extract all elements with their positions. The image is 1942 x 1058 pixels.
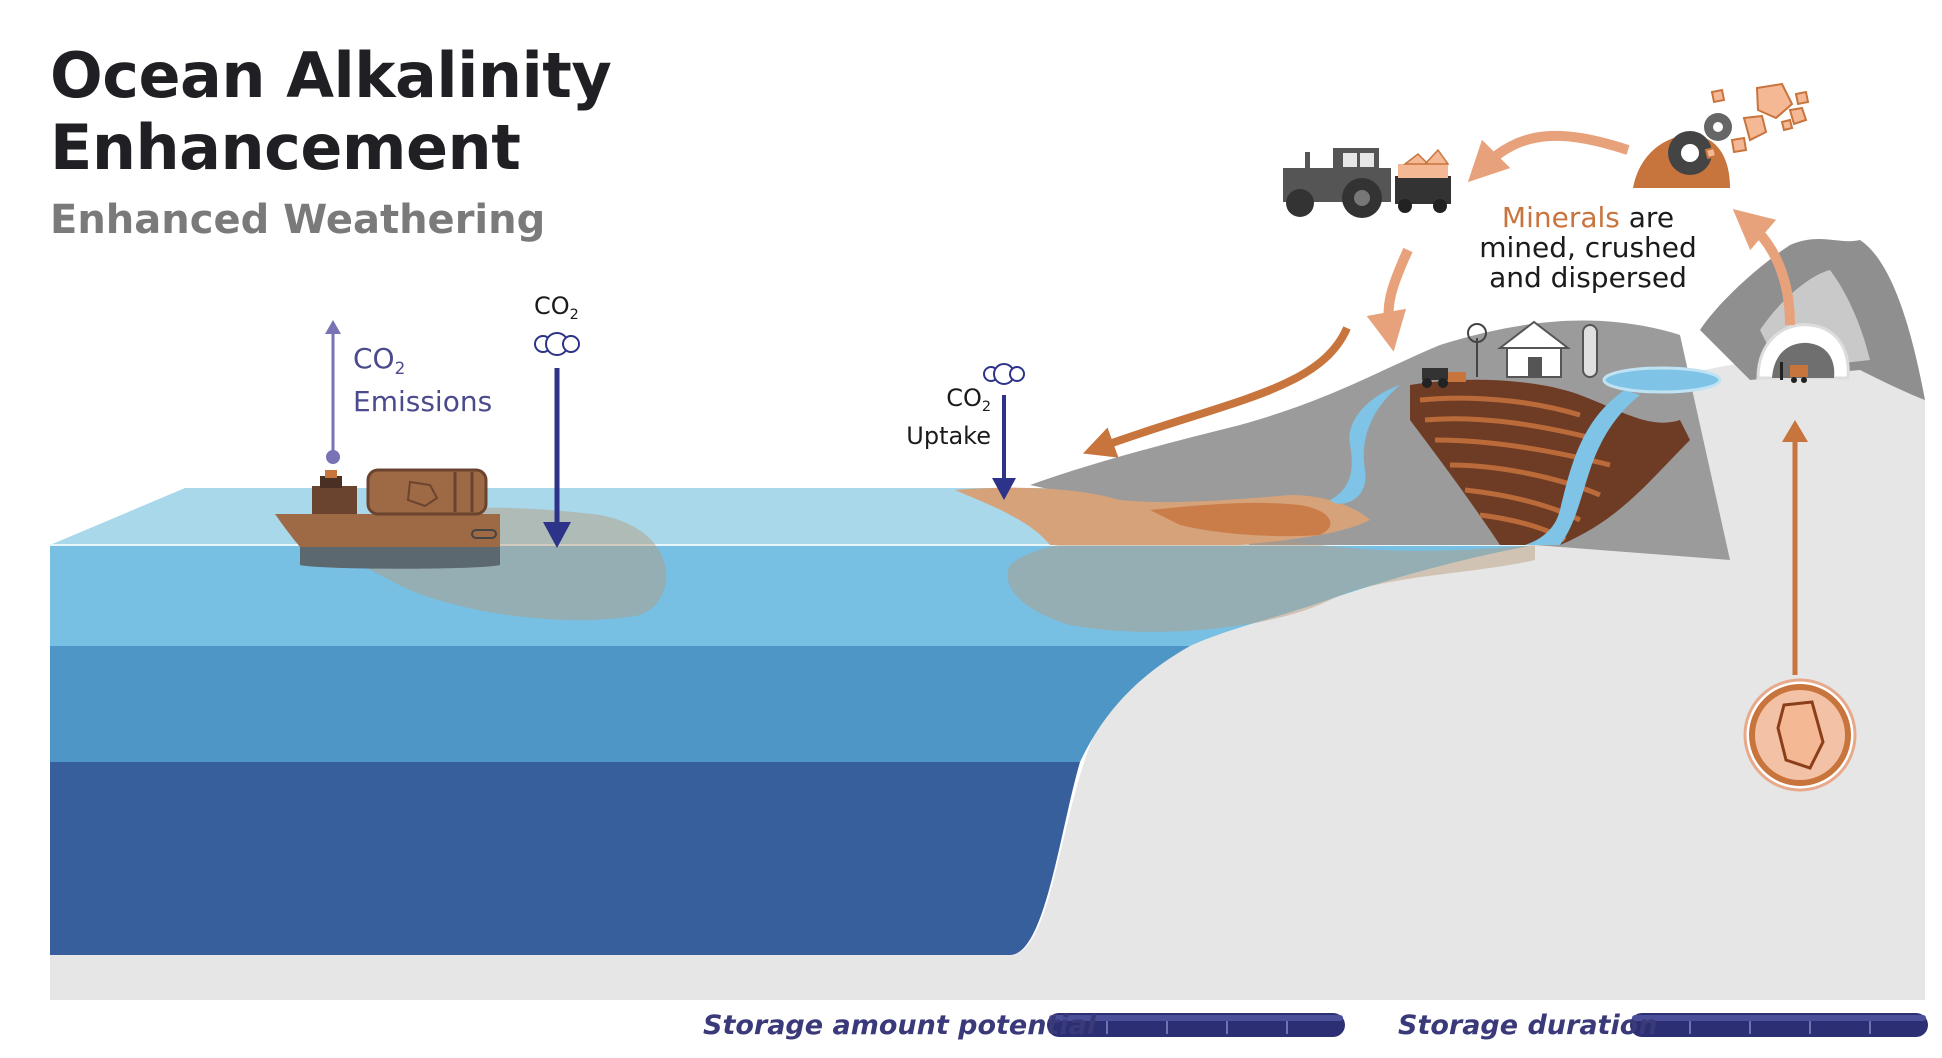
arrow-mine-to-crusher: [1732, 209, 1795, 326]
title-line-1: Ocean Alkalinity: [50, 39, 612, 112]
ocean-shallow: [50, 545, 1535, 646]
minerals-line-2: mined, crushed: [1479, 231, 1697, 264]
lake: [1602, 366, 1722, 394]
crushed-rocks-icon: [1704, 82, 1810, 160]
ocean-deep: [50, 762, 1080, 955]
land-bottom-strip: [50, 955, 1925, 1000]
river-left: [1330, 385, 1400, 504]
co2-subscript: 2: [569, 307, 579, 324]
farm: [1467, 320, 1598, 378]
minerals-line1-rest: are: [1619, 201, 1675, 234]
arrow-tractor-to-field: [1366, 247, 1413, 352]
co2-subscript: 2: [394, 357, 406, 378]
arrow-to-coast: [1082, 326, 1351, 458]
minerals-caption: Minerals are mined, crushed and disperse…: [1458, 203, 1718, 293]
mine: [1756, 323, 1850, 383]
storage-amount-bar: [1047, 1013, 1345, 1037]
co2-subscript: 2: [981, 399, 991, 416]
uptake-text: Uptake: [906, 422, 991, 451]
minerals-accent: Minerals: [1501, 201, 1620, 234]
mineral-deposit-icon: [1743, 678, 1857, 792]
co2-uptake-molecule-icon: [983, 363, 1025, 385]
sediment-plume-coast: [1007, 535, 1535, 632]
co2-molecule-icon: [534, 332, 580, 356]
river-right: [1525, 390, 1640, 545]
tractor-icon: [1283, 148, 1451, 218]
ship: [275, 468, 500, 569]
storage-duration-bar: [1630, 1013, 1928, 1037]
co2-emissions-label: CO2 Emissions: [353, 342, 492, 419]
page-title: Ocean Alkalinity Enhancement: [50, 39, 612, 184]
storage-amount-label: Storage amount potential: [703, 1010, 1097, 1041]
title-line-2: Enhancement: [50, 111, 521, 184]
emissions-text: Emissions: [353, 384, 493, 418]
crusher-icon: [1633, 113, 1732, 188]
co2-text: CO: [946, 384, 982, 412]
storage-duration-label: Storage duration: [1398, 1010, 1658, 1041]
co2-text: CO: [534, 292, 570, 320]
small-tractor: [1422, 368, 1466, 388]
subtitle: Enhanced Weathering: [50, 197, 546, 243]
ocean-mid: [50, 646, 1190, 762]
arrow-to-tractor: [1467, 130, 1630, 183]
minerals-line-3: and dispersed: [1489, 261, 1687, 294]
co2-text: CO: [353, 342, 395, 375]
co2-absorption-label: CO2: [534, 292, 579, 323]
co2-uptake-label: CO2 Uptake: [906, 384, 991, 451]
